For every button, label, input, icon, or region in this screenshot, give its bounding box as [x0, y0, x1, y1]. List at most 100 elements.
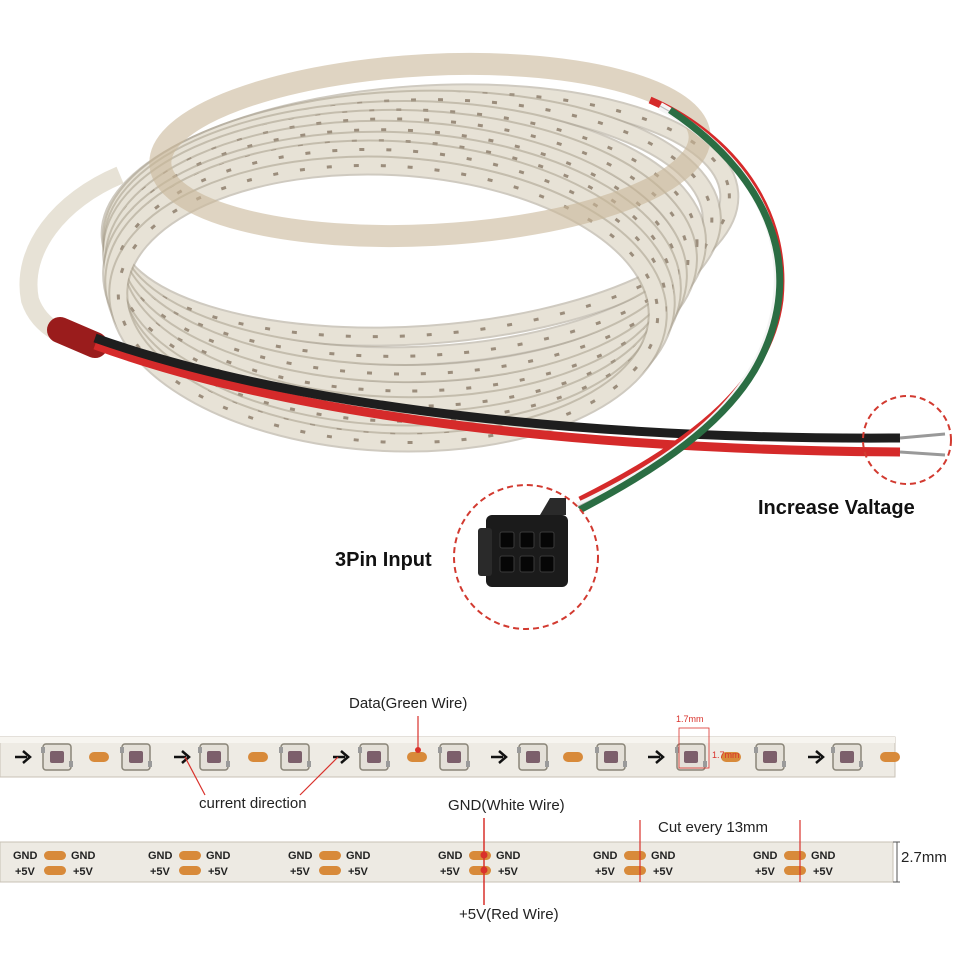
solder-pad-5v	[624, 866, 646, 875]
solder-pad	[248, 752, 268, 762]
direction-arrow-head	[340, 750, 350, 764]
stripped-end-red	[899, 450, 946, 457]
voltage-callout	[862, 395, 952, 485]
direction-arrow-head	[22, 750, 32, 764]
voltage-callout-circle	[862, 395, 952, 485]
pad-label-gnd: GND	[753, 850, 778, 862]
pad-label-5v: +5V	[15, 866, 36, 878]
led-lead	[859, 761, 863, 767]
led-chip	[604, 751, 618, 763]
pad-label-gnd: GND	[71, 850, 96, 862]
solder-pad-gnd	[319, 851, 341, 860]
solder-pad-gnd	[44, 851, 66, 860]
heatshrink	[47, 317, 108, 358]
stripped-end-black	[899, 432, 946, 440]
dimension-label-a: 1.7mm	[676, 714, 704, 724]
solder-pad-gnd	[624, 851, 646, 860]
data-wire-label: Data(Green Wire)	[349, 695, 468, 712]
strip-highlight	[0, 737, 895, 743]
led-chip	[840, 751, 854, 763]
pad-label-gnd: GND	[496, 850, 521, 862]
pad-label-gnd: GND	[148, 850, 173, 862]
led-chip	[684, 751, 698, 763]
connector-pin-hole	[519, 555, 535, 573]
reel-led-dots	[110, 117, 690, 393]
led-strip-front-view	[0, 727, 900, 778]
led-lead	[782, 761, 786, 767]
pad-label-5v: +5V	[73, 866, 94, 878]
pad-label-5v: +5V	[440, 866, 461, 878]
solder-pad	[563, 752, 583, 762]
connector-pin-hole	[499, 531, 515, 549]
led-lead	[279, 747, 283, 753]
pad-label-5v: +5V	[150, 866, 171, 878]
dimension-box	[678, 727, 710, 769]
strip-width-label: 2.7mm	[901, 849, 947, 866]
pad-label-5v: +5V	[813, 866, 834, 878]
led-lead	[831, 747, 835, 753]
pad-label-gnd: GND	[811, 850, 836, 862]
solder-pad	[407, 752, 427, 762]
direction-arrow-head	[181, 750, 191, 764]
led-lead	[358, 747, 362, 753]
connector-pin-hole	[519, 531, 535, 549]
led-lead	[438, 747, 442, 753]
led-lead	[69, 761, 73, 767]
pad-label-5v: +5V	[653, 866, 674, 878]
pad-label-5v: +5V	[348, 866, 369, 878]
pad-label-5v: +5V	[290, 866, 311, 878]
led-chip	[367, 751, 381, 763]
solder-pad-5v	[469, 866, 491, 875]
solder-pad-5v	[319, 866, 341, 875]
led-lead	[41, 747, 45, 753]
led-chip	[288, 751, 302, 763]
wire-leads	[47, 96, 946, 524]
led-lead	[226, 761, 230, 767]
connector-wire-boot	[540, 498, 566, 515]
pad-strip-body	[0, 841, 894, 883]
gnd-pointer-dot	[480, 851, 488, 859]
connector-latch	[478, 528, 492, 576]
led-lead	[198, 747, 202, 753]
solder-pad-5v	[179, 866, 201, 875]
data-pointer-dot	[415, 747, 421, 753]
led-lead	[386, 761, 390, 767]
led-chip	[207, 751, 221, 763]
pad-label-gnd: GND	[438, 850, 463, 862]
direction-pointer-line	[299, 756, 339, 796]
led-lead	[466, 761, 470, 767]
led-lead	[754, 747, 758, 753]
solder-pad-5v	[44, 866, 66, 875]
solder-pad	[89, 752, 109, 762]
pad-label-5v: +5V	[595, 866, 616, 878]
solder-pad-gnd	[469, 851, 491, 860]
solder-pad-gnd	[784, 851, 806, 860]
connector-pin-hole	[499, 555, 515, 573]
pad-label-gnd: GND	[288, 850, 313, 862]
reel-led-dots	[111, 108, 699, 376]
led-chip	[50, 751, 64, 763]
voltage-label: Increase Valtage	[758, 497, 915, 519]
pad-label-gnd: GND	[346, 850, 371, 862]
annotation-lines	[184, 716, 801, 905]
pad-label-gnd: GND	[651, 850, 676, 862]
direction-arrow-head	[655, 750, 665, 764]
led-lead	[675, 747, 679, 753]
solder-pad	[880, 752, 900, 762]
led-lead	[623, 761, 627, 767]
solder-pad-5v	[784, 866, 806, 875]
reel-led-dots	[109, 91, 731, 339]
direction-arrow-head	[498, 750, 508, 764]
led-lead	[517, 747, 521, 753]
gnd-wire-label: GND(White Wire)	[448, 797, 565, 814]
input-label: 3Pin Input	[335, 549, 432, 571]
direction-pointer-line	[184, 756, 206, 796]
reel-led-dots	[110, 98, 714, 358]
pad-label-gnd: GND	[593, 850, 618, 862]
v5-pointer-dot	[480, 866, 488, 874]
led-strip-pad-view: GND +5V GND +5V GND +5V GND +5V GND +5V GND +5V GND +…	[0, 841, 900, 883]
pad-label-5v: +5V	[208, 866, 229, 878]
connector-pin-hole	[539, 531, 555, 549]
5v-wire-label: +5V(Red Wire)	[459, 906, 559, 923]
